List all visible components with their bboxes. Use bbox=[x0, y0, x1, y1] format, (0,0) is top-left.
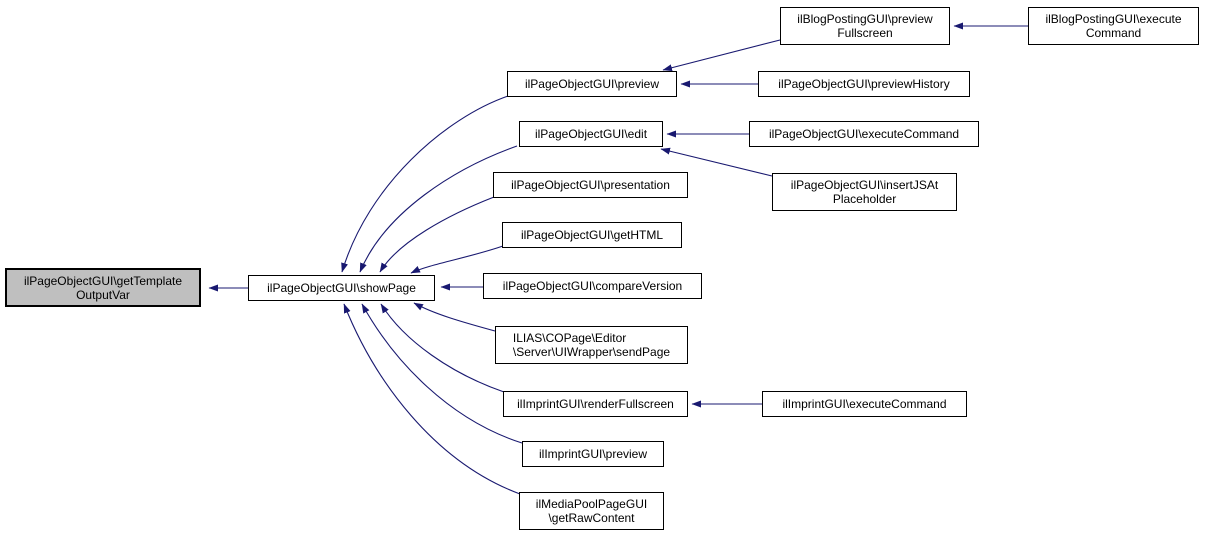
node-gethtml[interactable]: ilPageObjectGUI\getHTML bbox=[502, 222, 682, 248]
node-label: ilBlogPostingGUI\preview Fullscreen bbox=[797, 12, 933, 40]
node-insertjsatplaceholder[interactable]: ilPageObjectGUI\insertJSAt Placeholder bbox=[772, 173, 957, 211]
node-pageexecutecommand[interactable]: ilPageObjectGUI\executeCommand bbox=[749, 121, 979, 147]
node-label: ilPageObjectGUI\getTemplate OutputVar bbox=[23, 273, 183, 302]
node-label: ilPageObjectGUI\showPage bbox=[267, 281, 416, 295]
node-previewhistory[interactable]: ilPageObjectGUI\previewHistory bbox=[758, 71, 970, 97]
edge-getrawcontent-showpage bbox=[343, 303, 521, 495]
edge-renderfullscreen-showpage bbox=[380, 303, 505, 393]
edge-sendpage-showpage bbox=[413, 302, 496, 332]
node-blogexecutecommand[interactable]: ilBlogPostingGUI\execute Command bbox=[1028, 7, 1199, 45]
node-showpage[interactable]: ilPageObjectGUI\showPage bbox=[248, 275, 435, 301]
node-label: ilImprintGUI\executeCommand bbox=[782, 397, 947, 411]
edge-previewfullscreen-preview bbox=[662, 39, 781, 72]
node-label: ilPageObjectGUI\insertJSAt Placeholder bbox=[790, 178, 939, 206]
node-imprintexecutecommand[interactable]: ilImprintGUI\executeCommand bbox=[762, 391, 967, 417]
edge-preview-showpage bbox=[341, 95, 509, 273]
node-blogpreviewfullscreen[interactable]: ilBlogPostingGUI\preview Fullscreen bbox=[780, 7, 950, 45]
node-compareversion[interactable]: ilPageObjectGUI\compareVersion bbox=[483, 273, 702, 299]
edge-presentation-showpage bbox=[379, 196, 495, 273]
node-label: ILIAS\COPage\Editor \Server\UIWrapper\se… bbox=[512, 331, 671, 359]
node-label: ilPageObjectGUI\executeCommand bbox=[768, 127, 960, 141]
node-label: ilMediaPoolPageGUI \getRawContent bbox=[535, 497, 648, 525]
node-label: ilPageObjectGUI\preview bbox=[524, 77, 660, 91]
node-gettemplateoutputvar: ilPageObjectGUI\getTemplate OutputVar bbox=[5, 268, 201, 307]
node-imprintpreview[interactable]: ilImprintGUI\preview bbox=[522, 441, 664, 467]
node-label: ilPageObjectGUI\getHTML bbox=[520, 228, 664, 242]
node-label: ilPageObjectGUI\presentation bbox=[511, 178, 670, 192]
edge-insertjsatplaceholder-edit bbox=[660, 147, 773, 177]
edge-edit-showpage bbox=[359, 145, 518, 273]
node-label: ilPageObjectGUI\edit bbox=[534, 127, 648, 141]
node-label: ilImprintGUI\preview bbox=[538, 447, 648, 461]
node-preview[interactable]: ilPageObjectGUI\preview bbox=[507, 71, 677, 97]
node-label: ilBlogPostingGUI\execute Command bbox=[1045, 12, 1182, 40]
node-presentation[interactable]: ilPageObjectGUI\presentation bbox=[493, 172, 688, 198]
node-renderfullscreen[interactable]: ilImprintGUI\renderFullscreen bbox=[503, 391, 688, 417]
node-label: ilImprintGUI\renderFullscreen bbox=[517, 397, 674, 411]
node-getrawcontent[interactable]: ilMediaPoolPageGUI \getRawContent bbox=[519, 492, 664, 530]
edge-gethtml-showpage bbox=[410, 245, 504, 274]
edge-imprintpreview-showpage bbox=[361, 303, 523, 444]
node-label: ilPageObjectGUI\compareVersion bbox=[502, 279, 683, 293]
node-label: ilPageObjectGUI\previewHistory bbox=[778, 77, 950, 91]
node-sendpage[interactable]: ILIAS\COPage\Editor \Server\UIWrapper\se… bbox=[495, 326, 688, 364]
node-edit[interactable]: ilPageObjectGUI\edit bbox=[519, 121, 663, 147]
